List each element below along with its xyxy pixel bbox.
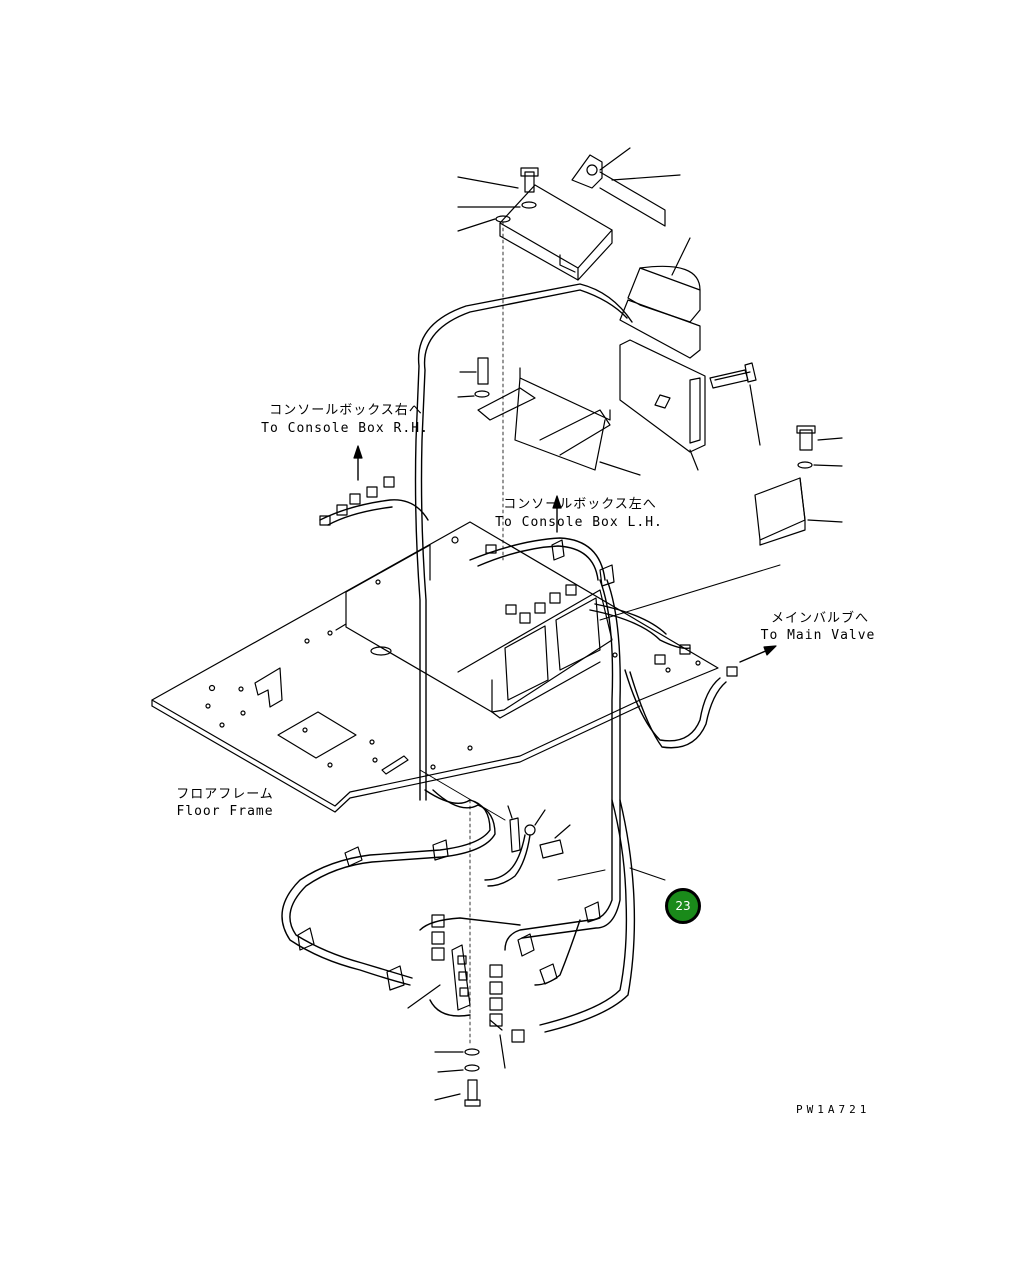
ground-strap-hardware <box>407 769 571 1107</box>
leader-line-23b <box>629 867 666 881</box>
floor-frame-label-jp: フロアフレーム <box>176 787 274 802</box>
console-box-lh-label-en: To Console Box L.H. <box>495 515 663 530</box>
main-valve-label-jp: メインバルブへ <box>770 611 869 626</box>
leader-line-23 <box>557 869 606 881</box>
console-box-lh-label-jp: コンソールボックス左へ <box>503 497 657 512</box>
part-callout-23[interactable]: 23 <box>665 888 701 924</box>
console-box-rh-label-jp: コンソールボックス右へ <box>269 403 423 418</box>
floor-frame-plate <box>151 521 719 813</box>
upper-cover-assembly <box>457 147 681 561</box>
floor-frame-label-en: Floor Frame <box>176 804 274 819</box>
right-bracket-assembly <box>599 425 843 621</box>
wiring-harness <box>281 283 727 1033</box>
controller-assembly <box>457 237 761 476</box>
drawing-code: PW1A721 <box>796 1103 871 1116</box>
main-valve-label-en: To Main Valve <box>760 628 876 643</box>
direction-arrows <box>353 445 777 663</box>
connector-blocks <box>297 476 738 1043</box>
console-box-rh-label-en: To Console Box R.H. <box>261 421 429 436</box>
